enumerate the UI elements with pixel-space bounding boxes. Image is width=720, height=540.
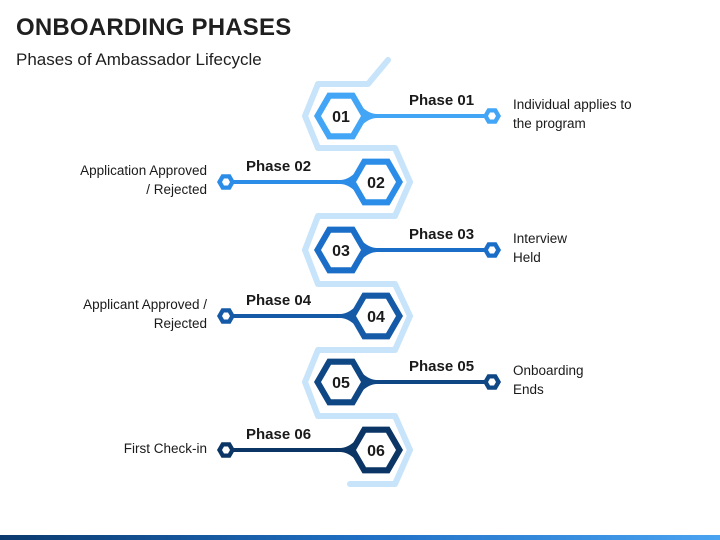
end-dot-center [488, 246, 496, 254]
phase-node-4: 04 [217, 292, 403, 340]
description-line: Rejected [153, 316, 207, 331]
phase-number: 03 [332, 243, 350, 260]
description-line: Interview [513, 231, 568, 246]
phase-node-2: 02 [217, 158, 403, 206]
phase-node-1: 01 [314, 92, 501, 140]
description-line: Onboarding [513, 363, 584, 378]
end-dot-center [488, 378, 496, 386]
hexagon-inner [356, 432, 396, 468]
description-line: Ends [513, 382, 544, 397]
phase-label-1: Phase 01 [409, 92, 475, 109]
end-dot-center [222, 312, 230, 320]
phase-description-1: Individual applies to the program [513, 95, 663, 133]
phase-label-5: Phase 05 [409, 358, 475, 375]
description-line: Individual applies to [513, 97, 632, 112]
hexagon-inner [356, 298, 396, 334]
footer-bar [0, 535, 720, 540]
phase-number: 02 [367, 175, 385, 192]
description-line: Held [513, 250, 541, 265]
page-subtitle: Phases of Ambassador Lifecycle [16, 50, 262, 69]
hexagon-inner [356, 164, 396, 200]
phase-label-4: Phase 04 [246, 292, 312, 309]
phase-description-6: First Check-in [37, 439, 207, 458]
phase-number: 06 [367, 443, 385, 460]
phase-node-5: 05 [314, 358, 501, 406]
phase-description-4: Applicant Approved / Rejected [37, 295, 207, 333]
phase-number: 05 [332, 375, 350, 392]
end-dot-center [222, 178, 230, 186]
phase-layer: 01 02 03 04 05 06 [217, 92, 501, 474]
phase-label-3: Phase 03 [409, 226, 475, 243]
phase-number: 01 [332, 109, 350, 126]
hexagon-inner [321, 364, 361, 400]
description-line: Application Approved [80, 163, 207, 178]
hexagon-inner [321, 232, 361, 268]
phase-label-2: Phase 02 [246, 158, 312, 175]
phase-node-3: 03 [314, 226, 501, 274]
description-line: Applicant Approved / [83, 297, 207, 312]
description-line: the program [513, 116, 586, 131]
hexagon-inner [321, 98, 361, 134]
winding-path [302, 57, 413, 487]
phase-number: 04 [367, 309, 385, 326]
end-dot-center [488, 112, 496, 120]
phase-label-6: Phase 06 [246, 426, 312, 443]
description-line: First Check-in [123, 440, 207, 456]
page-title: ONBOARDING PHASES [16, 14, 292, 41]
description-line: / Rejected [146, 182, 207, 197]
phase-node-6: 06 [217, 426, 403, 474]
phase-description-2: Application Approved / Rejected [37, 161, 207, 199]
end-dot-center [222, 446, 230, 454]
